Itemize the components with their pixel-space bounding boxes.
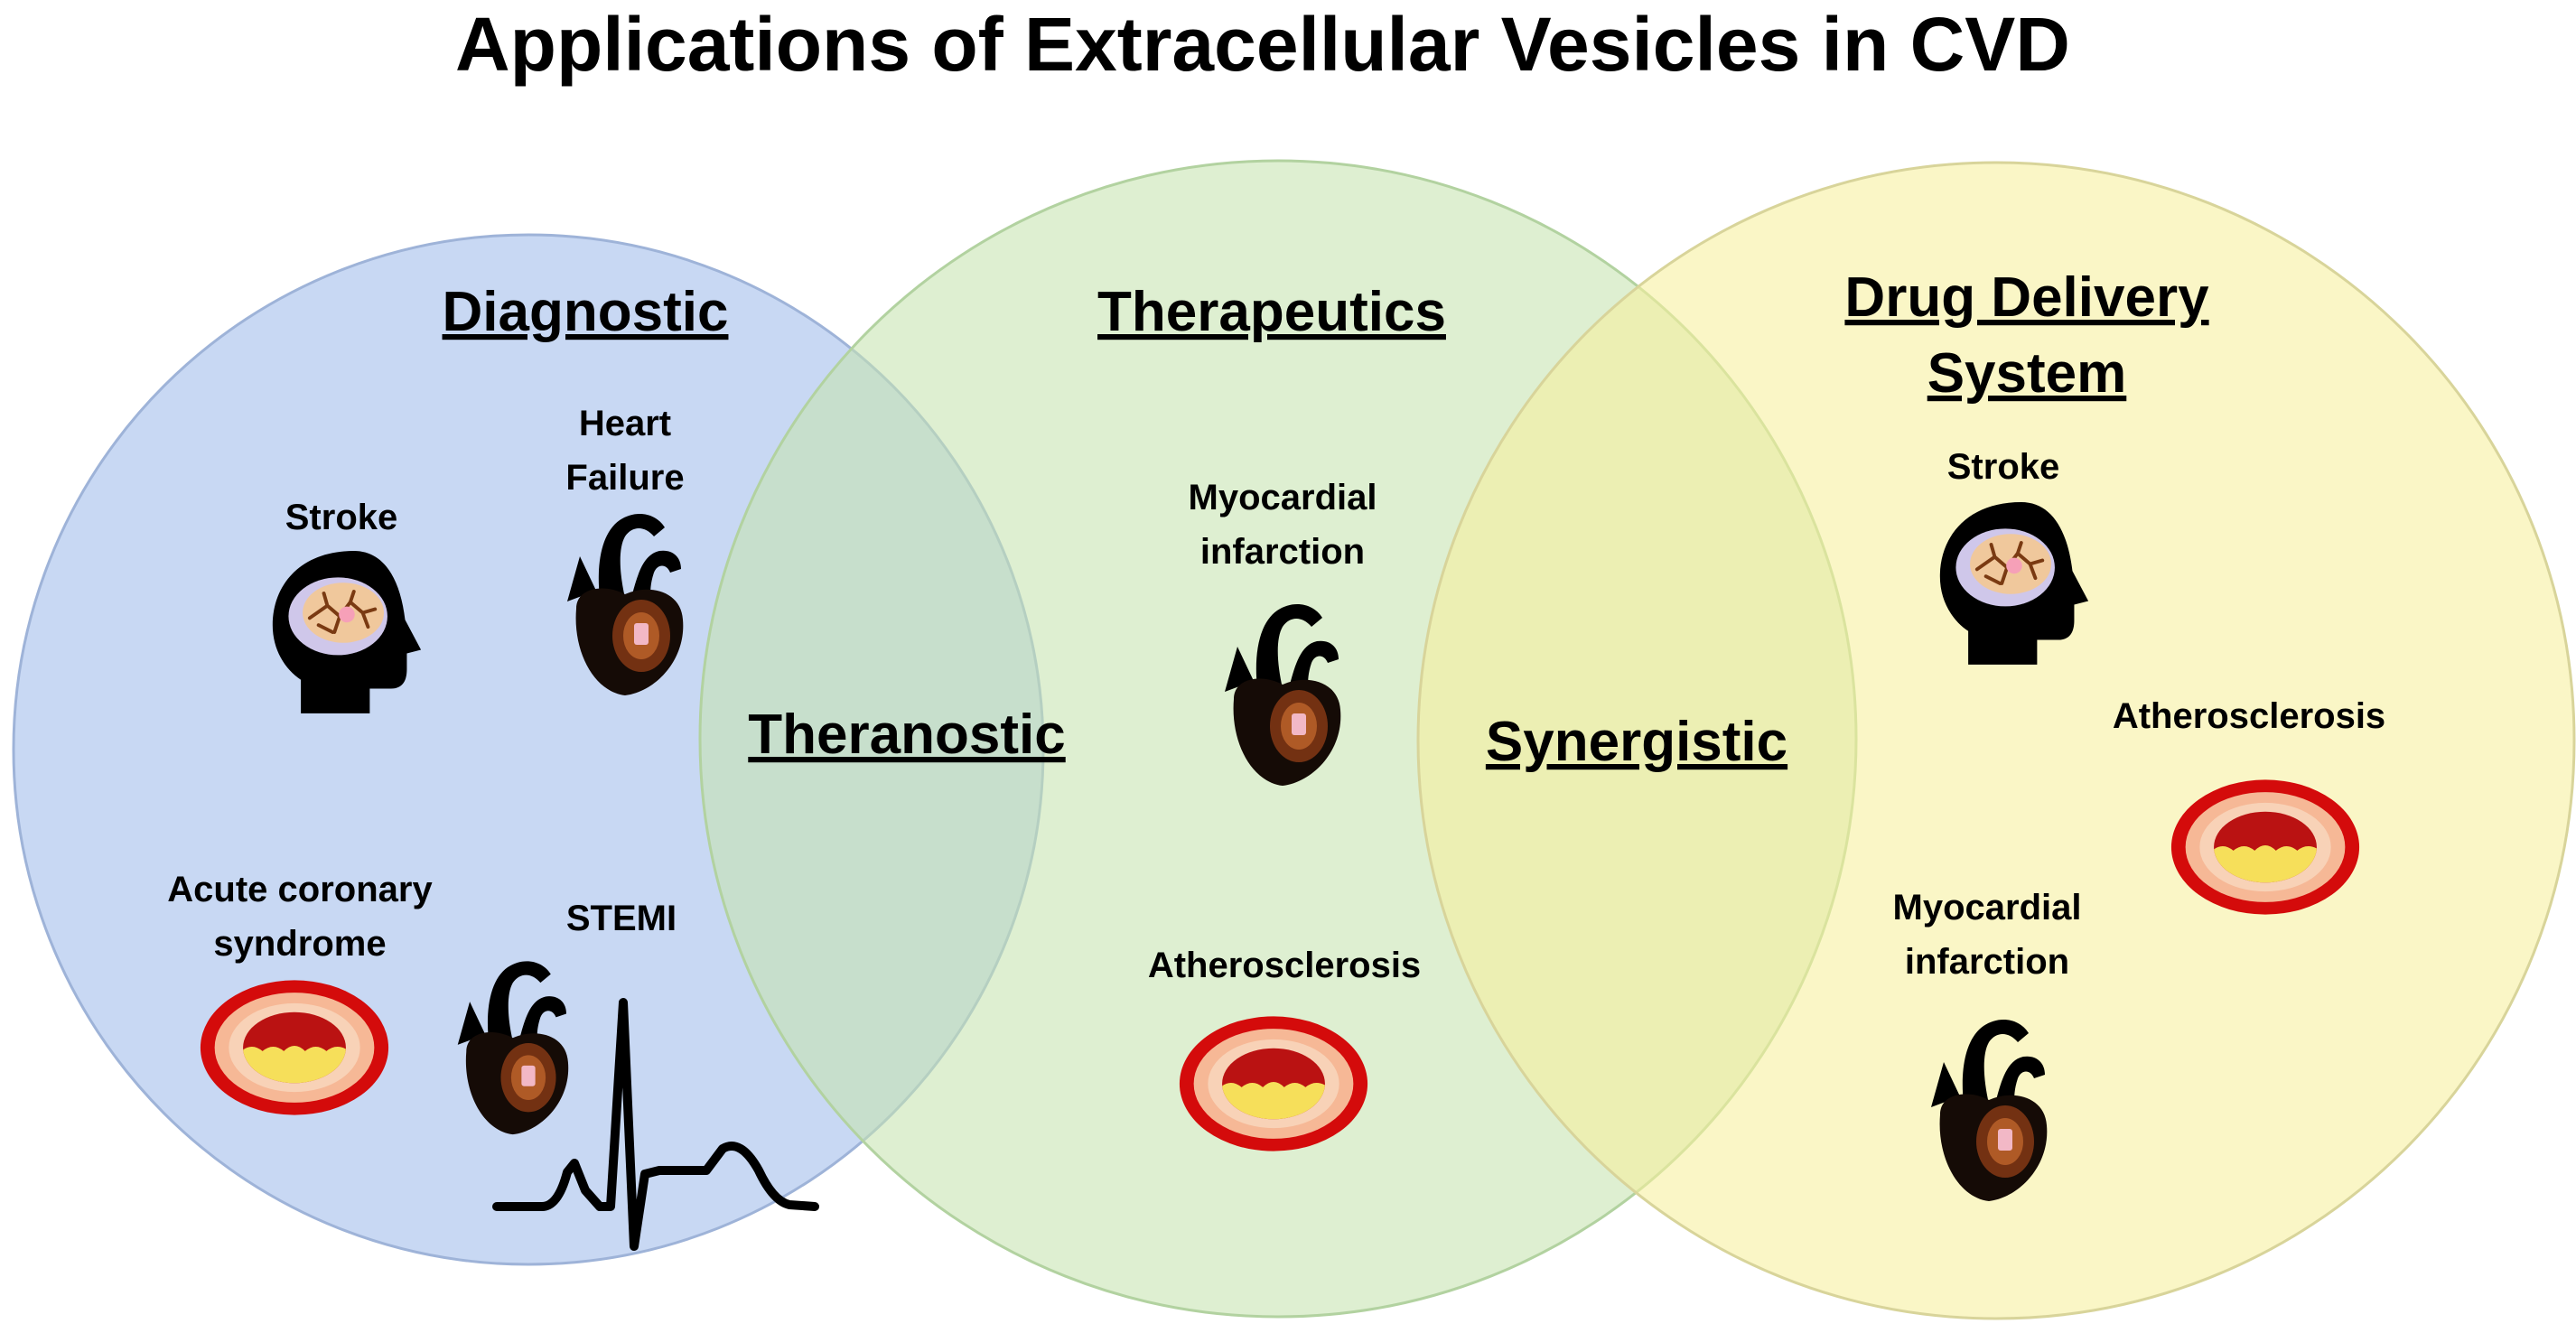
artery-cross-section-icon <box>2171 779 2359 914</box>
therapeutics-mi-label-line1: Myocardial <box>1189 478 1377 517</box>
therapeutics-heading: Therapeutics <box>1097 281 1446 343</box>
diagnostic-heart-failure-label-line2: Failure <box>565 458 684 498</box>
synergistic-label: Synergistic <box>1486 711 1787 773</box>
diagram-title: Applications of Extracellular Vesicles i… <box>455 2 2070 87</box>
theranostic-label: Theranostic <box>748 704 1065 766</box>
artery-cross-section-icon <box>201 980 388 1114</box>
drug-delivery-atherosclerosis-label: Atherosclerosis <box>2113 696 2385 736</box>
diagnostic-heart-failure-label-line1: Heart <box>579 404 671 443</box>
drug-delivery-heading-line1: Drug Delivery <box>1844 266 2209 329</box>
drug-delivery-stroke-label: Stroke <box>1947 447 2060 487</box>
drug-delivery-mi-label-line1: Myocardial <box>1893 888 2082 928</box>
diagnostic-acs-label-line1: Acute coronary <box>167 870 433 909</box>
diagnostic-stemi-label: STEMI <box>566 899 677 938</box>
drug-delivery-mi-label-line2: infarction <box>1905 942 2069 982</box>
therapeutics-mi-label-line2: infarction <box>1200 532 1365 572</box>
diagnostic-heading: Diagnostic <box>443 281 729 343</box>
drug-delivery-heading-line2: System <box>1927 342 2127 405</box>
diagnostic-stroke-label: Stroke <box>285 498 398 537</box>
ecg-wave-icon <box>492 998 819 1251</box>
drug-delivery-circle <box>1416 161 2576 1320</box>
therapeutics-atherosclerosis-label: Atherosclerosis <box>1148 946 1421 985</box>
artery-cross-section-icon <box>1180 1016 1367 1151</box>
diagnostic-acs-label-line2: syndrome <box>213 924 386 964</box>
